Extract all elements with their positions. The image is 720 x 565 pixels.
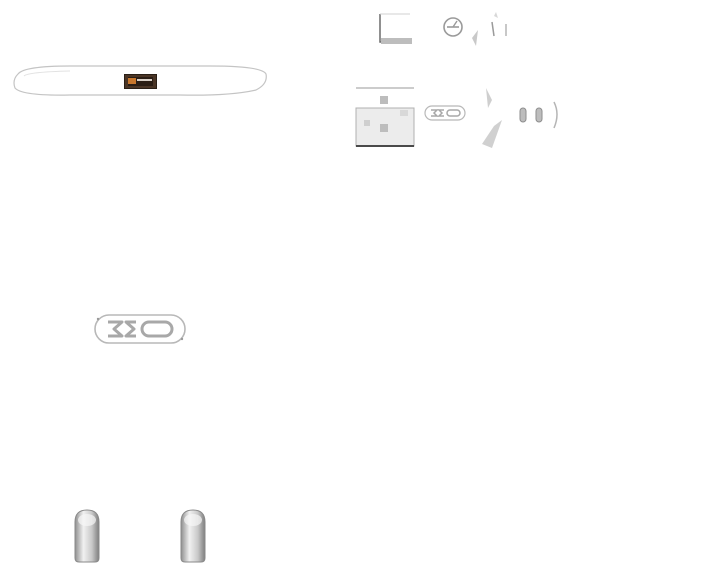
charger-exploded-view <box>354 86 418 150</box>
power-symbol-icon <box>440 14 466 40</box>
usb-port-icon <box>124 74 157 89</box>
plug-pin-icon <box>179 508 207 564</box>
brand-logo: XO <box>92 312 188 346</box>
charger-body-outline <box>378 12 414 46</box>
charger-top-outline <box>10 60 270 100</box>
brand-logo-small <box>424 105 466 121</box>
plug-pin-icon <box>73 508 101 564</box>
charger-edge-highlight <box>464 10 514 50</box>
plug-pin-icon <box>476 86 566 152</box>
